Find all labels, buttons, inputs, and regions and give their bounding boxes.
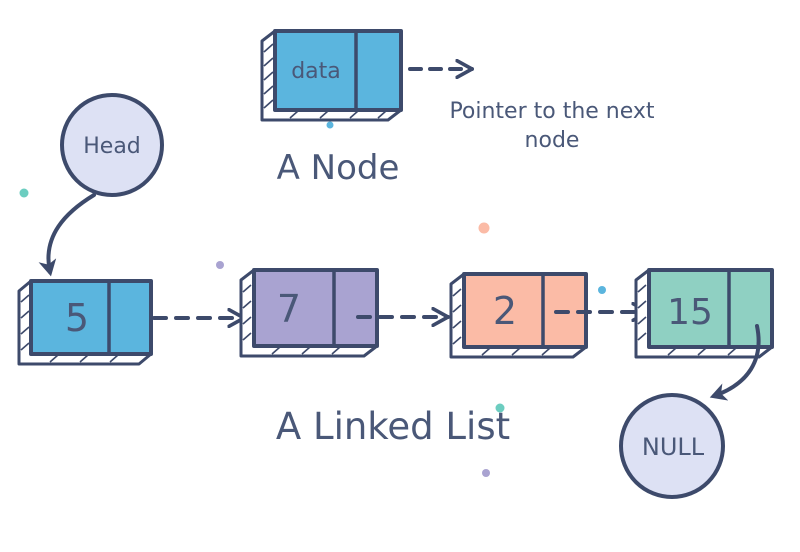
legend-node-box [273, 29, 403, 112]
list-node-4: 15 [634, 268, 774, 359]
node-value: 15 [667, 292, 713, 333]
pointer-caption-line2: node [525, 128, 580, 153]
decorative-dot [478, 222, 490, 234]
decorative-dot [495, 403, 505, 413]
decorative-dot [19, 188, 29, 198]
head-pointer: Head [38, 93, 164, 277]
decorative-dots [19, 121, 606, 477]
list-node-box [252, 268, 379, 348]
head-arrow [38, 193, 96, 277]
decorative-dot [326, 121, 334, 129]
null-label: NULL [642, 433, 705, 461]
decorative-dot [482, 469, 490, 477]
list-node-box [29, 279, 153, 356]
head-circle [60, 93, 164, 197]
list-node-3: 2 [449, 272, 588, 359]
node-title: A Node [277, 148, 400, 188]
pointer-caption-line1: Pointer to the next [449, 99, 654, 124]
decorative-dot [598, 286, 606, 294]
list-node-box [647, 268, 774, 349]
head-label: Head [83, 134, 141, 159]
decorative-dot [216, 261, 224, 269]
null-arrow [709, 324, 761, 401]
null-circle [619, 393, 725, 499]
legend-node: data Pointer to the next node A Node [260, 29, 655, 188]
node-value: 5 [65, 296, 89, 340]
node-value: 7 [277, 287, 301, 331]
list-node-1: 5 [17, 279, 153, 366]
list-node-2: 7 [239, 268, 379, 358]
legend-data-field-label: data [291, 59, 341, 84]
node-value: 2 [493, 289, 517, 333]
linked-list-title: A Linked List [276, 405, 510, 448]
null-terminal: NULL [619, 393, 725, 499]
